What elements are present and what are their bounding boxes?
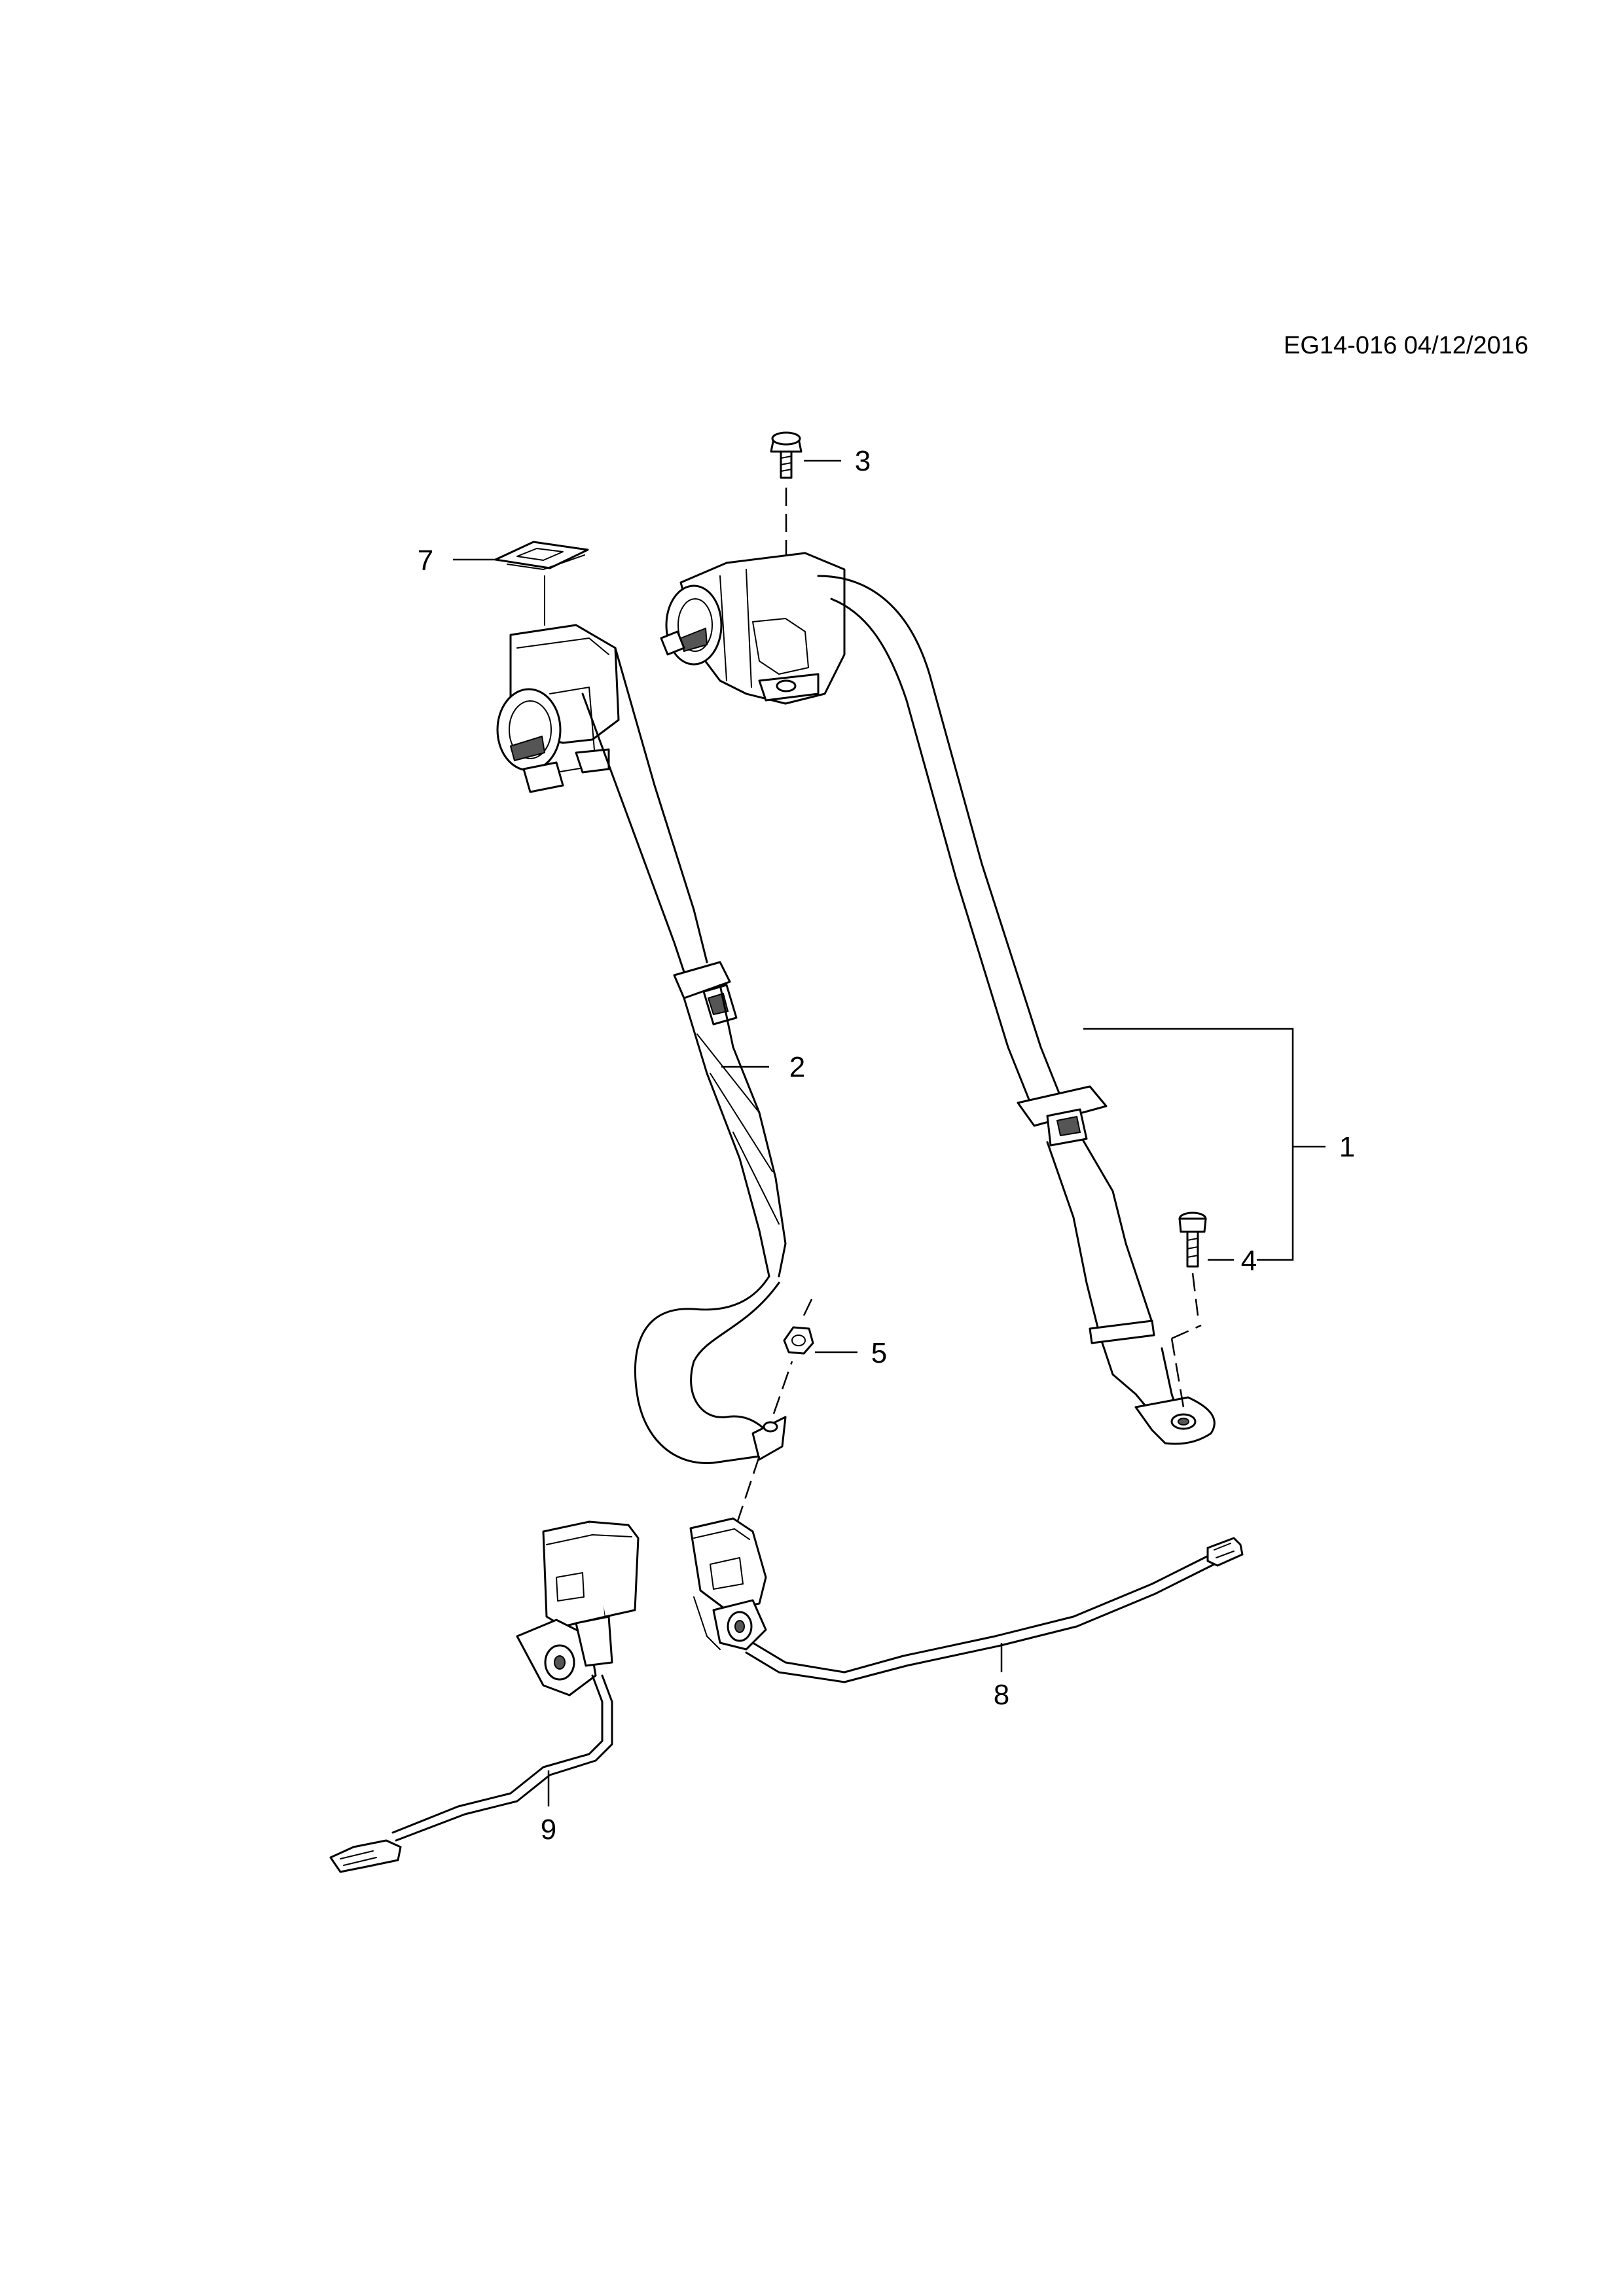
callout-4-label: 4	[1241, 1245, 1257, 1277]
part-8-buckle-assembly	[689, 1517, 1244, 1683]
callout-7: 7	[418, 545, 496, 577]
callout-9: 9	[541, 1770, 556, 1846]
part-4-bolt	[1178, 1211, 1207, 1316]
callout-1: 1	[1083, 1028, 1355, 1261]
callout-7-label: 7	[418, 545, 433, 577]
callout-2-label: 2	[789, 1051, 805, 1083]
part-5-nut	[783, 1299, 814, 1355]
callout-3: 3	[804, 445, 871, 477]
callout-8-label: 8	[994, 1679, 1009, 1711]
callout-2: 2	[721, 1051, 805, 1083]
callout-3-label: 3	[855, 445, 871, 477]
part-7-cover	[494, 541, 589, 570]
part-2-seat-belt-assembly	[496, 575, 793, 1526]
diagram-reference-code: EG14-016 04/12/2016	[1284, 332, 1528, 359]
callout-1-label: 1	[1339, 1131, 1355, 1163]
callout-4: 4	[1208, 1245, 1257, 1277]
callout-5-label: 5	[871, 1337, 887, 1369]
part-1-seat-belt-assembly	[660, 552, 1216, 1445]
callout-9-label: 9	[541, 1814, 556, 1846]
callout-5: 5	[815, 1337, 887, 1369]
part-9-buckle-assembly	[329, 1520, 640, 1873]
callout-8: 8	[994, 1643, 1009, 1711]
